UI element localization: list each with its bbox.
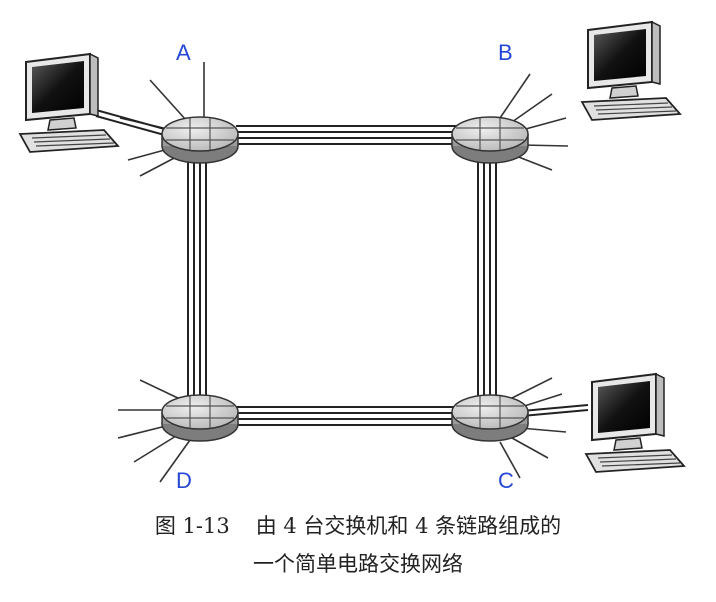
figure-number: 图 1-13 bbox=[154, 514, 230, 538]
host-computer-a bbox=[19, 53, 119, 153]
switch-c bbox=[451, 394, 529, 442]
figure-caption-line-1: 图 1-13 由 4 台交换机和 4 条链路组成的 bbox=[0, 510, 716, 540]
figure-caption-line-2: 一个简单电路交换网络 bbox=[253, 552, 463, 576]
node-label-b: B bbox=[498, 40, 513, 65]
node-label-a: A bbox=[176, 40, 191, 65]
figure-caption-text-1: 由 4 台交换机和 4 条链路组成的 bbox=[255, 514, 562, 538]
link-a-b bbox=[236, 125, 462, 145]
switch-a bbox=[161, 116, 239, 164]
link-d-a bbox=[187, 152, 207, 408]
host-computer-c bbox=[585, 373, 685, 473]
node-label-c: C bbox=[498, 468, 514, 493]
switch-b-spokes bbox=[499, 73, 569, 171]
node-label-d: D bbox=[176, 468, 192, 493]
switch-d bbox=[161, 394, 239, 442]
link-b-c bbox=[477, 152, 497, 408]
switch-d-spokes bbox=[117, 379, 191, 483]
link-c-d bbox=[234, 406, 462, 426]
switch-b bbox=[451, 116, 529, 164]
host-computer-b bbox=[581, 21, 681, 121]
